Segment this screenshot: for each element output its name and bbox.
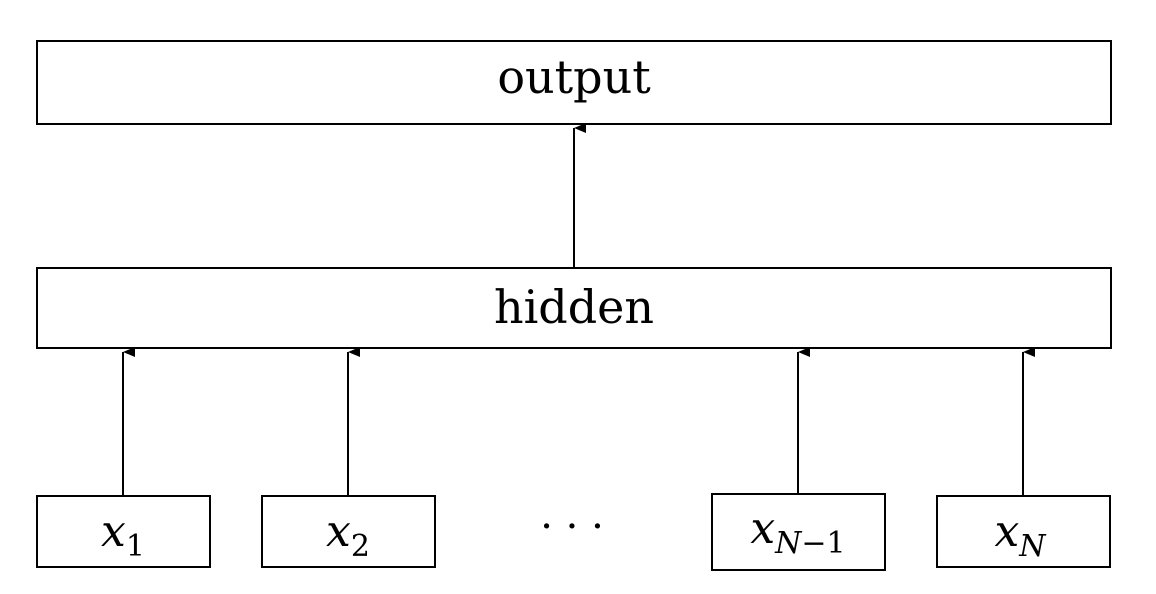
input-x1-sub: 1: [126, 529, 145, 564]
input-label-xn: xN: [994, 506, 1047, 564]
input-xn-base: x: [994, 506, 1019, 557]
hidden-label: hidden: [494, 280, 654, 334]
input-label-x1: x1: [101, 506, 145, 564]
input-xn-sub-var: N: [1018, 529, 1047, 564]
input-label-xn-1: xN−1: [750, 503, 845, 561]
input-node-x1: x1: [36, 495, 211, 568]
input-box-xn-1: [711, 493, 886, 571]
ellipsis: · · ·: [540, 504, 604, 550]
input-node-xn-1: xN−1: [711, 493, 886, 571]
input-xn-1-base: x: [750, 503, 775, 554]
input-x1-base: x: [101, 506, 126, 557]
input-node-xn: xN: [936, 495, 1111, 568]
hidden-box: [36, 267, 1112, 349]
input-label-x2: x2: [326, 506, 370, 564]
input-box-x1: [36, 495, 211, 568]
input-x2-sub: 2: [351, 529, 370, 564]
input-x2-base: x: [326, 506, 351, 557]
input-xn-1-sub-var: N: [774, 526, 803, 561]
input-box-xn: [936, 495, 1111, 568]
input-xn-1-sub-rest: −1: [801, 526, 845, 561]
input-box-x2: [261, 495, 436, 568]
output-layer: output: [36, 40, 1112, 125]
hidden-layer: hidden: [36, 267, 1112, 349]
input-node-x2: x2: [261, 495, 436, 568]
output-label: output: [497, 50, 651, 104]
output-box: [36, 40, 1112, 125]
